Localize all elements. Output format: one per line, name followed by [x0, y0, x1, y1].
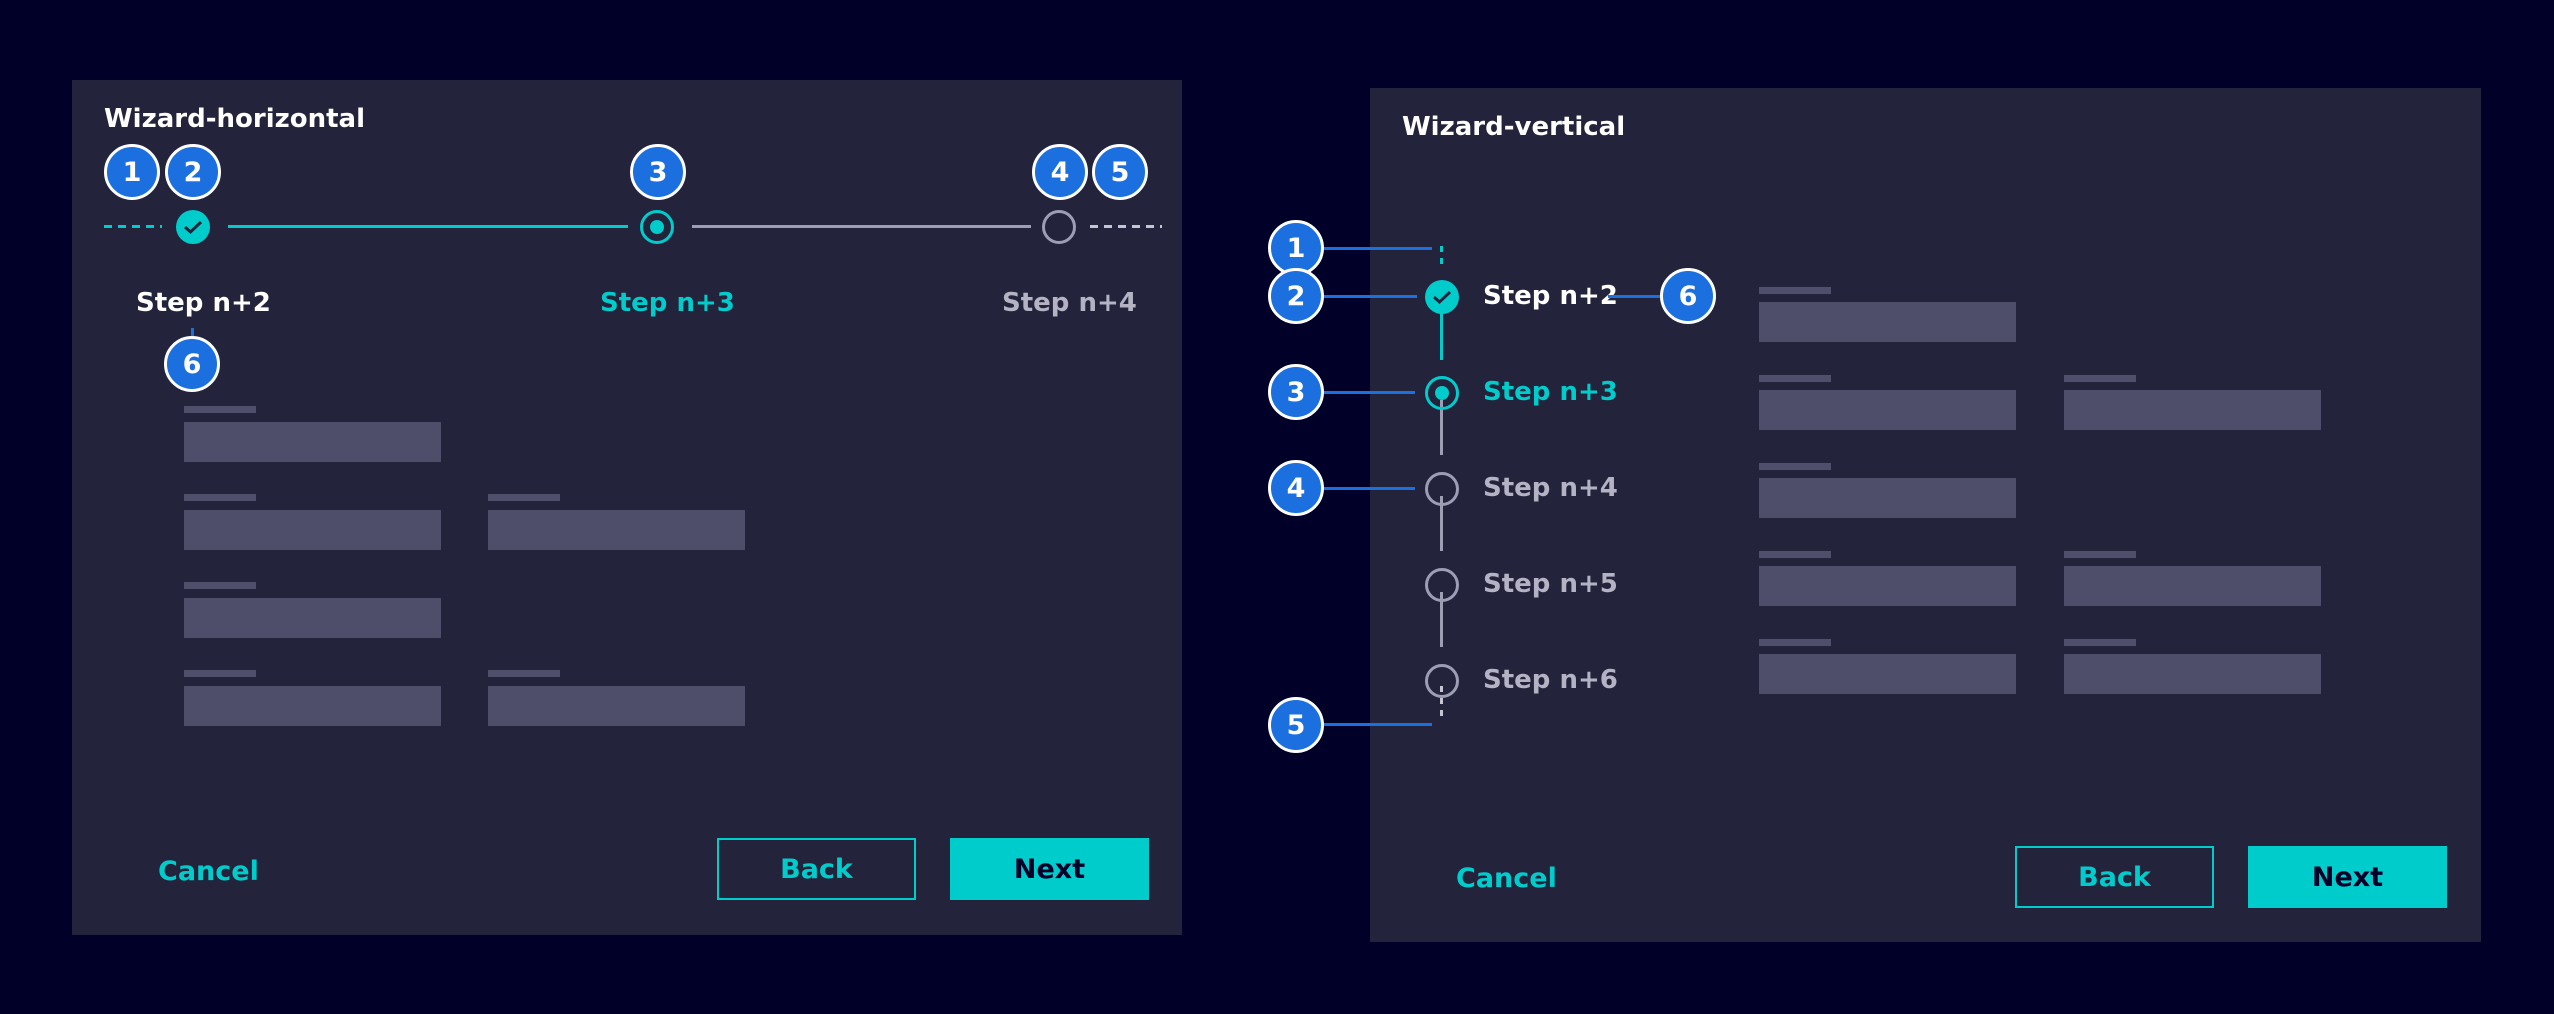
placeholder-label	[1759, 463, 1831, 470]
placeholder-field	[184, 510, 441, 550]
placeholder-label	[488, 494, 560, 501]
placeholder-label	[184, 582, 256, 589]
placeholder-field	[1759, 478, 2016, 518]
placeholder-label	[184, 406, 256, 413]
step-label-upcoming[interactable]: Step n+4	[1483, 473, 1618, 503]
annotation-badge: 5	[1268, 697, 1324, 753]
placeholder-field	[488, 686, 745, 726]
annotation-leader-line	[1322, 247, 1432, 250]
placeholder-label	[488, 670, 560, 677]
placeholder-label	[1759, 639, 1831, 646]
annotation-leader-line	[191, 328, 194, 342]
progress-completed-line	[1440, 304, 1443, 360]
step-indicator-completed[interactable]	[176, 210, 210, 244]
placeholder-label	[2064, 639, 2136, 646]
annotation-badge: 1	[1268, 220, 1324, 276]
step-label-current[interactable]: Step n+3	[600, 288, 735, 318]
progress-next-dashed-line	[1090, 225, 1162, 228]
wizard-vertical-panel: Wizard-vertical Step n+2 Step n+3 Step n…	[1370, 88, 2481, 942]
step-label-completed[interactable]: Step n+2	[136, 288, 271, 318]
step-indicator-upcoming[interactable]	[1425, 664, 1459, 698]
annotation-badge: 2	[1268, 268, 1324, 324]
placeholder-field	[1759, 654, 2016, 694]
back-button[interactable]: Back	[2015, 846, 2214, 908]
placeholder-field	[2064, 654, 2321, 694]
next-button[interactable]: Next	[950, 838, 1149, 900]
step-indicator-upcoming[interactable]	[1425, 568, 1459, 602]
placeholder-field	[184, 598, 441, 638]
cancel-button[interactable]: Cancel	[158, 856, 259, 887]
panel-title: Wizard-vertical	[1402, 112, 1626, 142]
annotation-leader-line	[1322, 295, 1417, 298]
annotation-badge: 6	[164, 336, 220, 392]
annotation-badge: 6	[1660, 268, 1716, 324]
placeholder-field	[1759, 566, 2016, 606]
step-indicator-upcoming[interactable]	[1425, 472, 1459, 506]
placeholder-label	[2064, 375, 2136, 382]
next-button[interactable]: Next	[2248, 846, 2447, 908]
step-label-upcoming[interactable]: Step n+5	[1483, 569, 1618, 599]
annotation-badge: 3	[630, 144, 686, 200]
placeholder-field	[2064, 390, 2321, 430]
placeholder-field	[2064, 566, 2321, 606]
annotation-badge: 3	[1268, 364, 1324, 420]
cancel-button[interactable]: Cancel	[1456, 863, 1557, 894]
annotation-leader-line	[1608, 295, 1662, 298]
step-label-completed[interactable]: Step n+2	[1483, 281, 1618, 311]
radio-dot-icon	[1435, 386, 1449, 400]
placeholder-field	[1759, 390, 2016, 430]
step-indicator-upcoming[interactable]	[1042, 210, 1076, 244]
annotation-leader-line	[1322, 391, 1415, 394]
annotation-badge: 4	[1032, 144, 1088, 200]
placeholder-label	[1759, 551, 1831, 558]
annotation-badge: 5	[1092, 144, 1148, 200]
step-indicator-completed[interactable]	[1425, 280, 1459, 314]
progress-next-dashed-line	[1440, 686, 1443, 716]
back-button[interactable]: Back	[717, 838, 916, 900]
annotation-badge: 2	[165, 144, 221, 200]
placeholder-field	[488, 510, 745, 550]
panel-title: Wizard-horizontal	[104, 104, 365, 134]
checkmark-icon	[183, 220, 203, 235]
annotation-leader-line	[1322, 723, 1432, 726]
radio-dot-icon	[650, 220, 664, 234]
step-label-upcoming[interactable]: Step n+4	[1002, 288, 1137, 318]
progress-completed-line	[228, 225, 628, 228]
step-label-upcoming[interactable]: Step n+6	[1483, 665, 1618, 695]
placeholder-field	[1759, 302, 2016, 342]
placeholder-label	[184, 670, 256, 677]
step-indicator-current[interactable]	[1425, 376, 1459, 410]
placeholder-label	[1759, 287, 1831, 294]
wizard-horizontal-panel: Wizard-horizontal Step n+2 Step n+3 Step…	[72, 80, 1182, 935]
placeholder-field	[184, 686, 441, 726]
progress-upcoming-line	[1440, 400, 1443, 455]
annotation-leader-line	[1322, 487, 1415, 490]
annotation-badge: 4	[1268, 460, 1324, 516]
placeholder-label	[2064, 551, 2136, 558]
progress-previous-dashed-line	[104, 225, 162, 228]
progress-upcoming-line	[1440, 592, 1443, 647]
step-indicator-current[interactable]	[640, 210, 674, 244]
progress-upcoming-line	[1440, 496, 1443, 551]
checkmark-icon	[1432, 290, 1452, 305]
placeholder-label	[1759, 375, 1831, 382]
progress-upcoming-line	[692, 225, 1031, 228]
progress-previous-dashed-line	[1440, 246, 1443, 266]
placeholder-label	[184, 494, 256, 501]
placeholder-field	[184, 422, 441, 462]
step-label-current[interactable]: Step n+3	[1483, 377, 1618, 407]
annotation-badge: 1	[104, 144, 160, 200]
